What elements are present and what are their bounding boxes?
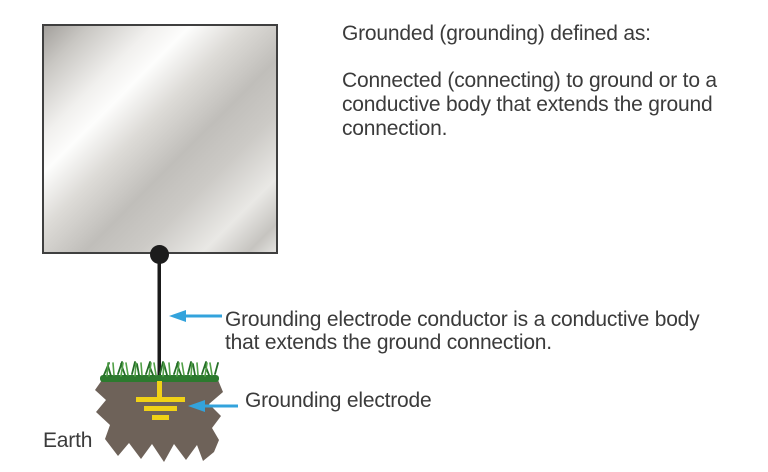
earth-mound <box>95 380 223 462</box>
grass <box>100 361 219 382</box>
conductor-line <box>157 252 161 382</box>
text-line: connection. <box>342 117 448 140</box>
text-line: that extends the ground connection. <box>225 331 552 354</box>
text-line: Grounding electrode conductor is a condu… <box>225 308 700 331</box>
text-line: conductive body that extends the ground <box>342 93 713 116</box>
definition-heading: Grounded (grounding) defined as: <box>342 22 651 45</box>
definition-body: Connected (connecting) to ground or to a… <box>342 69 717 141</box>
earth-label: Earth <box>43 429 93 452</box>
electrode-annotation: Grounding electrode <box>245 389 432 412</box>
connection-dot <box>150 245 169 264</box>
electrode-left-arrow-icon <box>188 400 238 412</box>
ground-symbol-icon <box>136 381 185 420</box>
equipment-box <box>42 24 278 254</box>
text-line: Connected (connecting) to ground or to a <box>342 69 717 92</box>
conductor-annotation: Grounding electrode conductor is a condu… <box>225 308 700 354</box>
conductor-left-arrow-icon <box>169 310 222 322</box>
